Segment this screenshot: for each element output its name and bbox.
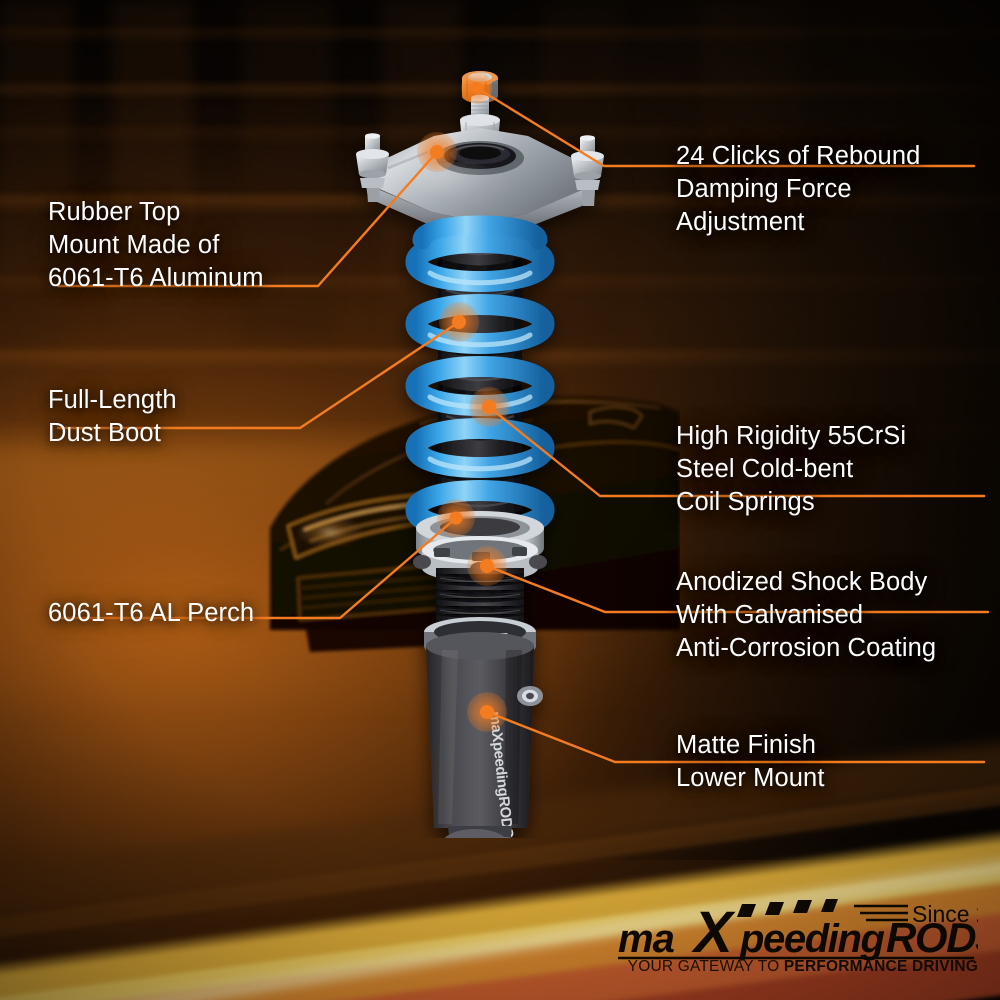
callout-line-dust-boot <box>56 320 461 430</box>
brand-tagline: YOUR GATEWAY TO PERFORMANCE DRIVING <box>616 958 978 980</box>
callout-label-dust-boot: Full-Length Dust Boot <box>48 386 177 448</box>
shock-body-hotspot[interactable] <box>467 546 507 586</box>
brand-text-peeding: peeding <box>739 917 885 961</box>
since-speed-lines <box>854 904 908 922</box>
coil-spring-top-seat <box>412 215 548 250</box>
callout-label-shock-body: Anodized Shock Body With Galvanised Anti… <box>676 568 937 663</box>
callout-line-lower-mount <box>485 710 986 764</box>
callout-label-rebound: 24 Clicks of Rebound Damping Force Adjus… <box>676 142 921 237</box>
callout-line-rebound <box>475 86 976 168</box>
callout-line-springs <box>487 405 986 498</box>
tagline-bold-text: PERFORMANCE DRIVING <box>783 958 978 975</box>
brand-text-rods: RODS <box>886 914 978 961</box>
lower-mount <box>444 826 514 838</box>
perch-hotspot[interactable] <box>437 499 475 537</box>
damping-port <box>517 686 543 706</box>
tagline-light-text: YOUR GATEWAY TO <box>627 958 784 975</box>
callout-label-top-mount: Rubber Top Mount Made of 6061-T6 Aluminu… <box>48 198 264 293</box>
brand-text-ma: ma <box>618 917 675 961</box>
callout-line-top-mount <box>56 150 439 288</box>
callout-label-lower-mount: Matte Finish Lower Mount <box>676 731 825 793</box>
coil-spring-hotspot[interactable] <box>469 387 509 427</box>
callout-label-springs: High Rigidity 55CrSi Steel Cold-bent Coi… <box>676 422 907 517</box>
rebound-knob-hotspot[interactable] <box>461 72 493 104</box>
lower-mount-hotspot[interactable] <box>467 692 507 732</box>
brand-logo: Since 2006 ma X peeding RODS <box>618 899 978 965</box>
since-text: Since 2006 <box>912 901 978 927</box>
top-mount-hotspot[interactable] <box>417 132 457 172</box>
shock-body: maXpeedingRODS <box>426 632 543 838</box>
callout-label-perch: 6061-T6 AL Perch <box>48 599 255 627</box>
callout-line-perch <box>56 516 458 620</box>
callout-line-shock-body <box>485 564 990 614</box>
dust-boot-hotspot[interactable] <box>439 302 479 342</box>
checkered-flag-icon <box>737 899 838 917</box>
brand-text-x: X <box>691 900 736 965</box>
